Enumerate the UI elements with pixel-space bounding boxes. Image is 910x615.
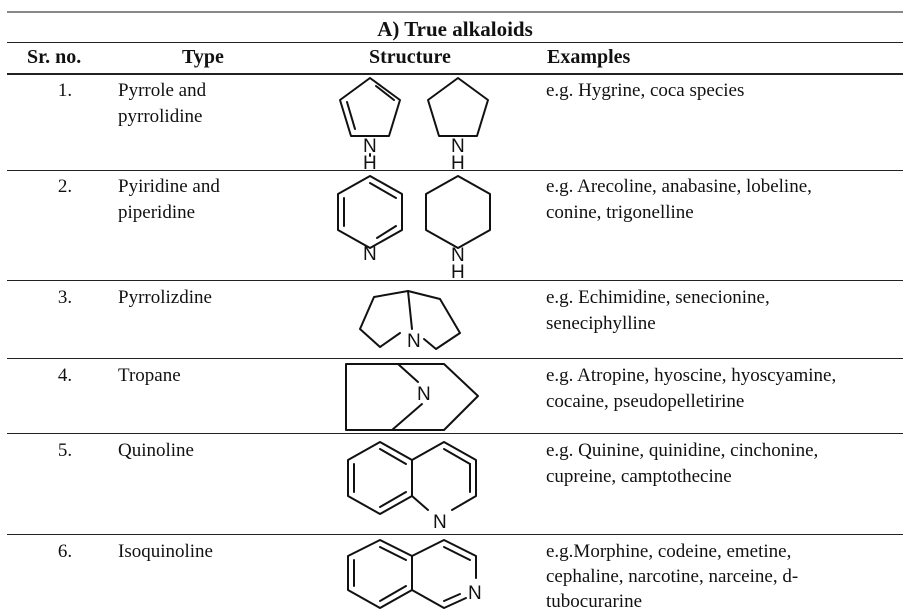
row-number: 2.	[57, 176, 73, 197]
row-divider	[7, 433, 903, 434]
pyrrolidine-structure: N H	[427, 77, 489, 174]
atom-label: H	[451, 262, 465, 283]
isoquinoline-structure: N	[347, 539, 482, 609]
row-examples: cupreine, camptothecine	[546, 466, 732, 487]
pyridine-structure: N	[337, 175, 403, 265]
row-type: Pyrrolizdine	[118, 287, 212, 308]
row-type: Quinoline	[118, 440, 194, 461]
title-rule	[7, 42, 903, 43]
atom-label: N	[451, 245, 465, 266]
row-examples: e.g.Morphine, codeine, emetine,	[546, 541, 792, 562]
row-type: Tropane	[118, 365, 181, 386]
table-title: A) True alkaloids	[377, 17, 533, 41]
row-type: Pyiridine and	[118, 176, 220, 197]
atom-label: N	[407, 331, 421, 352]
row-number: 3.	[57, 287, 73, 308]
row-examples: e.g. Arecoline, anabasine, lobeline,	[546, 176, 812, 197]
header-examples: Examples	[547, 46, 631, 68]
atom-label: N	[363, 136, 377, 157]
row-divider	[7, 280, 903, 281]
atom-label: N	[433, 512, 447, 533]
atom-label: N	[363, 244, 377, 265]
header-structure: Structure	[369, 46, 451, 68]
row-examples: e.g. Echimidine, senecionine,	[546, 287, 770, 308]
row-examples: conine, trigonelline	[546, 202, 694, 223]
row-examples: tubocurarine	[546, 591, 643, 612]
atom-label: N	[451, 136, 465, 157]
quinoline-structure: N	[347, 441, 477, 533]
row-divider	[7, 358, 903, 359]
header-rule	[7, 73, 903, 75]
row-examples: e.g. Quinine, quinidine, cinchonine,	[546, 440, 819, 461]
pyrrole-structure: N H	[339, 77, 401, 174]
row-examples: cocaine, pseudopelletirine	[546, 391, 745, 412]
top-rule	[7, 11, 903, 13]
header-srno: Sr. no.	[27, 46, 82, 68]
row-type: Isoquinoline	[118, 541, 213, 562]
row-examples: e.g. Atropine, hyoscine, hyoscyamine,	[546, 365, 837, 386]
row-divider	[7, 534, 903, 535]
atom-label: N	[417, 384, 431, 405]
row-divider	[7, 170, 903, 171]
tropane-structure: N	[345, 363, 479, 431]
row-examples: e.g. Hygrine, coca species	[546, 80, 745, 101]
row-examples: seneciphylline	[546, 313, 656, 334]
row-number: 5.	[57, 440, 73, 461]
row-type: pyrrolidine	[118, 106, 203, 127]
header-type: Type	[182, 46, 224, 68]
row-number: 6.	[57, 541, 73, 562]
atom-label: H	[363, 153, 377, 174]
row-examples: cephaline, narcotine, narceine, d-	[546, 566, 799, 587]
row-number: 4.	[57, 365, 73, 386]
row-type: Pyrrole and	[118, 80, 207, 101]
row-type: piperidine	[118, 202, 196, 223]
row-number: 1.	[57, 80, 73, 101]
atom-label: H	[451, 153, 465, 174]
piperidine-structure: N H	[425, 175, 491, 283]
pyrrolizidine-structure: N	[359, 290, 461, 352]
atom-label: N	[468, 583, 482, 604]
